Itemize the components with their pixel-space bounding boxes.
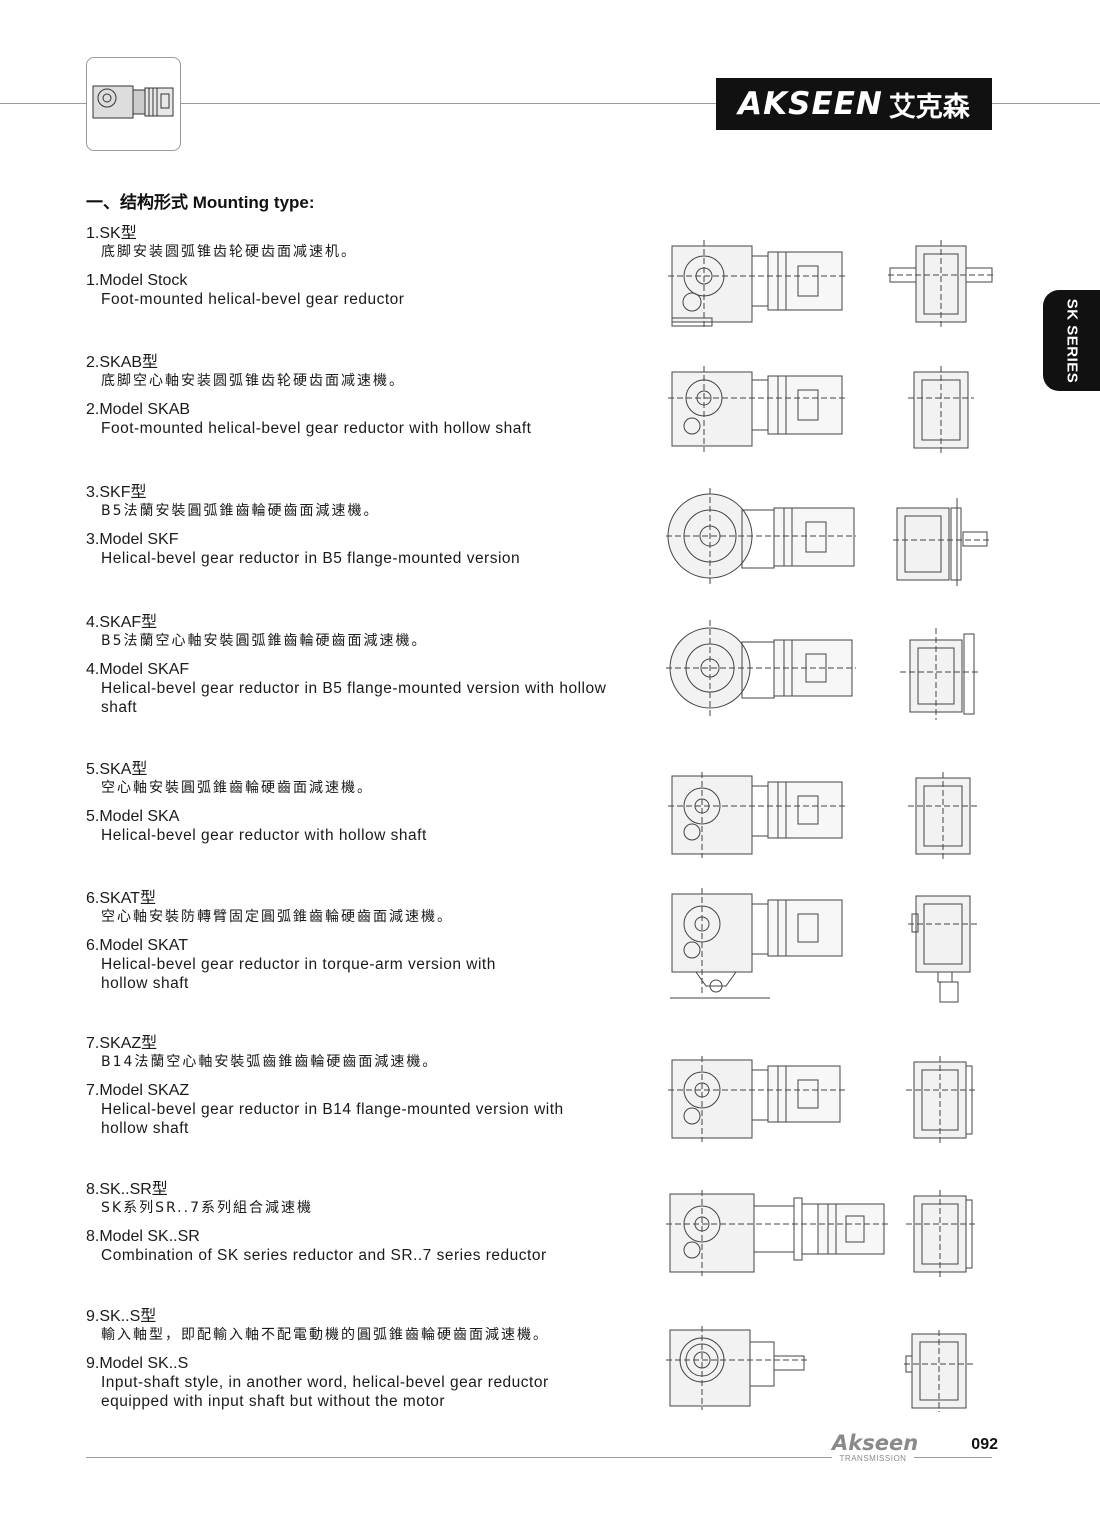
item-zh-title: 8.SK..SR型 xyxy=(86,1181,168,1198)
drawing-skaf-front xyxy=(666,620,858,720)
item-zh-title: 6.SKAT型 xyxy=(86,890,156,907)
item-en-desc: Helical-bevel gear reductor in B5 flange… xyxy=(101,550,521,567)
brand-name-cn: 艾克森 xyxy=(888,91,970,123)
brand-name: AKSEEN xyxy=(738,86,883,122)
series-side-tab-label: SK SERIES xyxy=(1063,298,1080,383)
item-en-title: 5.Model SKA xyxy=(86,808,180,825)
product-thumbnail xyxy=(86,57,181,151)
drawing-sk-side xyxy=(888,240,994,328)
item-en-desc: Helical-bevel gear reductor with hollow … xyxy=(101,827,427,844)
item-en-title: 3.Model SKF xyxy=(86,531,179,548)
item-zh-title: 3.SKF型 xyxy=(86,484,147,501)
drawing-skaf-side xyxy=(900,628,980,720)
item-zh-desc: 底脚空心軸安装圆弧锥齿轮硬齿面减速機。 xyxy=(101,373,405,389)
footer-logo-text: Akseen xyxy=(832,1431,919,1455)
item-en-title: 1.Model Stock xyxy=(86,272,188,289)
drawing-ska-front xyxy=(668,772,848,860)
drawing-skab-side xyxy=(908,366,974,454)
item-en-desc: Helical-bevel gear reductor in B5 flange… xyxy=(101,680,607,716)
list-item-9: 9.SK..S型 輸入軸型，即配輸入軸不配電動機的圓弧錐齒輪硬齒面減速機。 9.… xyxy=(86,1308,646,1411)
list-item-6: 6.SKAT型 空心軸安裝防轉臂固定圓弧錐齒輪硬齒面減速機。 6.Model S… xyxy=(86,890,646,993)
footer-rule xyxy=(86,1457,992,1458)
gear-reducer-thumbnail-icon xyxy=(92,85,174,119)
header-rule-left xyxy=(0,103,86,104)
drawing-skat-side xyxy=(908,890,978,1006)
list-item-4: 4.SKAF型 B5法蘭空心軸安裝圓弧錐齒輪硬齒面減速機。 4.Model SK… xyxy=(86,614,646,717)
item-zh-title: 4.SKAF型 xyxy=(86,614,158,631)
item-zh-desc: 空心軸安裝圓弧錐齒輪硬齒面減速機。 xyxy=(101,780,373,796)
list-item-5: 5.SKA型 空心軸安裝圓弧錐齒輪硬齒面減速機。 5.Model SKA Hel… xyxy=(86,761,646,845)
item-en-title: 7.Model SKAZ xyxy=(86,1082,190,1099)
drawing-skab-front xyxy=(668,366,848,454)
item-zh-desc: 空心軸安裝防轉臂固定圓弧錐齒輪硬齒面減速機。 xyxy=(101,909,453,925)
list-item-1: 1.SK型 底脚安装圆弧锥齿轮硬齿面减速机。 1.Model Stock Foo… xyxy=(86,225,646,309)
item-zh-title: 9.SK..S型 xyxy=(86,1308,157,1325)
item-zh-desc: B5法蘭安裝圓弧錐齒輪硬齒面減速機。 xyxy=(101,503,380,519)
list-item-7: 7.SKAZ型 B14法蘭空心軸安裝弧齒錐齒輪硬齒面減速機。 7.Model S… xyxy=(86,1035,646,1138)
item-en-desc: Foot-mounted helical-bevel gear reductor… xyxy=(101,420,532,437)
item-en-title: 6.Model SKAT xyxy=(86,937,188,954)
section-title: 一、结构形式 Mounting type: xyxy=(86,193,315,212)
item-en-title: 8.Model SK..SR xyxy=(86,1228,200,1245)
drawing-skat-front xyxy=(666,888,850,1012)
drawing-sk-sr-front xyxy=(666,1190,892,1278)
item-en-title: 2.Model SKAB xyxy=(86,401,191,418)
item-zh-desc: SK系列SR..7系列組合減速機 xyxy=(101,1200,313,1216)
drawing-skf-side xyxy=(893,496,989,588)
item-en-desc: Helical-bevel gear reductor in B14 flang… xyxy=(101,1101,564,1137)
item-zh-desc: 底脚安装圆弧锥齿轮硬齿面减速机。 xyxy=(101,244,357,260)
item-zh-desc: B14法蘭空心軸安裝弧齒錐齒輪硬齒面減速機。 xyxy=(101,1054,439,1070)
drawing-sk-front xyxy=(668,240,848,332)
drawing-skaz-side xyxy=(906,1056,978,1144)
footer-logo-subtext: TRANSMISSION xyxy=(839,1454,907,1463)
drawing-ska-side xyxy=(908,772,978,860)
item-zh-desc: B5法蘭空心軸安裝圓弧錐齒輪硬齒面減速機。 xyxy=(101,633,428,649)
list-item-2: 2.SKAB型 底脚空心軸安装圆弧锥齿轮硬齿面减速機。 2.Model SKAB… xyxy=(86,354,646,438)
item-zh-desc: 輸入軸型，即配輸入軸不配電動機的圓弧錐齒輪硬齒面減速機。 xyxy=(101,1327,549,1343)
item-en-desc: Combination of SK series reductor and SR… xyxy=(101,1247,547,1264)
item-en-desc: Foot-mounted helical-bevel gear reductor xyxy=(101,291,405,308)
drawing-skaz-front xyxy=(668,1056,848,1144)
item-zh-title: 2.SKAB型 xyxy=(86,354,159,371)
item-en-title: 9.Model SK..S xyxy=(86,1355,189,1372)
item-zh-title: 1.SK型 xyxy=(86,225,137,242)
page-number: 092 xyxy=(958,1436,998,1456)
item-zh-title: 5.SKA型 xyxy=(86,761,148,778)
list-item-3: 3.SKF型 B5法蘭安裝圓弧錐齒輪硬齒面減速機。 3.Model SKF He… xyxy=(86,484,646,568)
drawing-sk-s-front xyxy=(666,1326,810,1412)
item-en-desc: Helical-bevel gear reductor in torque-ar… xyxy=(101,956,496,992)
header-rule-right xyxy=(992,103,1100,104)
item-zh-title: 7.SKAZ型 xyxy=(86,1035,158,1052)
drawing-skf-front xyxy=(666,488,858,588)
header-rule-middle xyxy=(181,103,716,104)
list-item-8: 8.SK..SR型 SK系列SR..7系列組合減速機 8.Model SK..S… xyxy=(86,1181,646,1265)
series-side-tab: SK SERIES xyxy=(1043,290,1100,391)
footer-logo: Akseen TRANSMISSION xyxy=(832,1431,919,1466)
item-en-desc: Input-shaft style, in another word, heli… xyxy=(101,1374,549,1410)
drawing-sk-s-side xyxy=(904,1330,974,1412)
brand-logo: AKSEEN 艾克森 xyxy=(716,78,992,130)
item-en-title: 4.Model SKAF xyxy=(86,661,190,678)
drawing-sk-sr-side xyxy=(906,1190,978,1278)
